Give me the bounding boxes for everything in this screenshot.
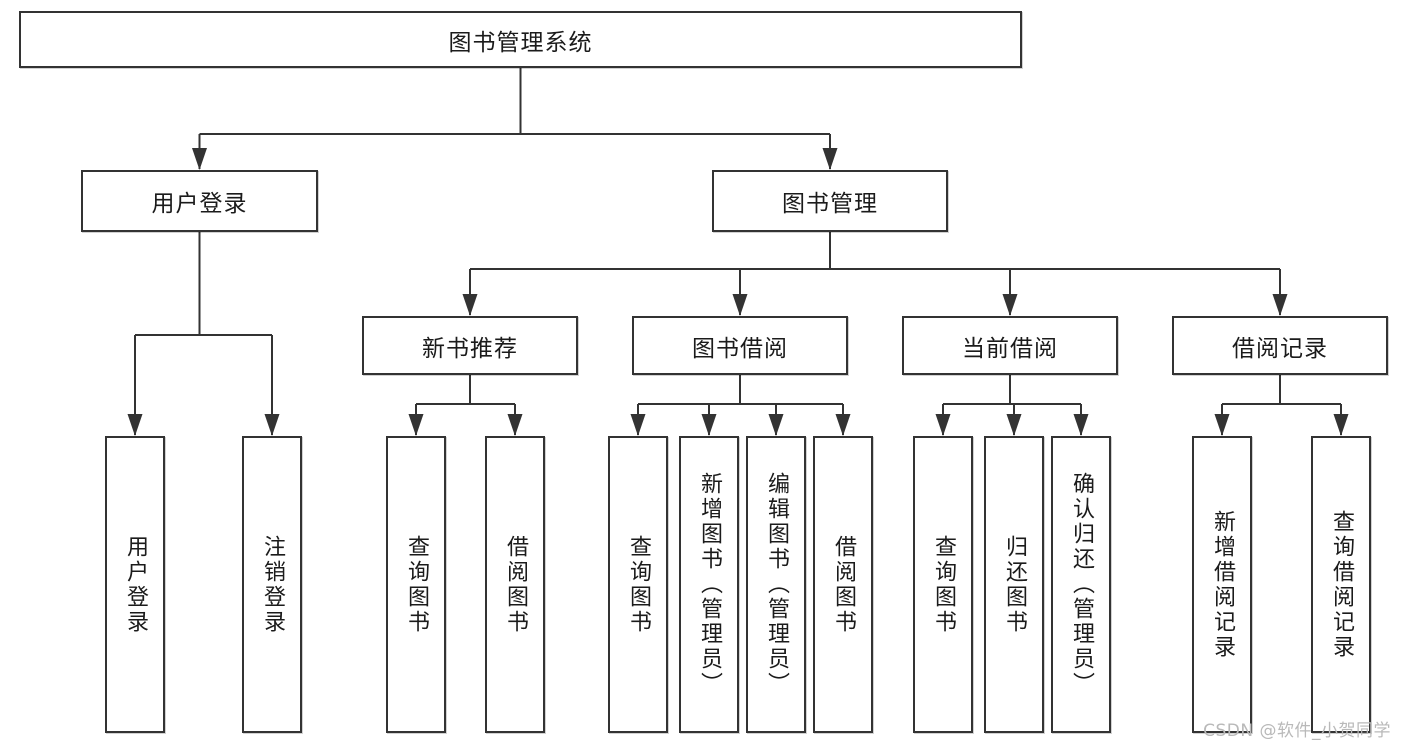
node-leaf_bb_add[interactable]: 新增图书（管理员）: [679, 436, 739, 733]
arrow-head-borrow_record: [1272, 294, 1288, 316]
node-leaf_cb_query[interactable]: 查询图书: [913, 436, 973, 733]
node-label-leaf_bb_add: 新增图书（管理员）: [697, 472, 722, 697]
node-leaf_bb_borrow[interactable]: 借阅图书: [813, 436, 873, 733]
arrow-head-leaf_bb_query: [630, 414, 646, 436]
arrow-head-leaf_bb_edit: [768, 414, 784, 436]
node-label-borrow_record: 借阅记录: [1232, 335, 1328, 362]
arrow-head-leaf_cb_return: [1006, 414, 1022, 436]
node-leaf_rec_query[interactable]: 查询图书: [386, 436, 446, 733]
node-label-leaf_br_add: 新增借阅记录: [1210, 509, 1235, 660]
arrow-head-current_borrow: [1002, 294, 1018, 316]
arrow-head-leaf_user_login: [127, 414, 143, 436]
arrow-head-book_mgmt: [822, 148, 838, 170]
arrow-head-leaf_br_query: [1333, 414, 1349, 436]
node-current_borrow[interactable]: 当前借阅: [902, 316, 1118, 375]
node-label-root: 图书管理系统: [448, 29, 593, 56]
node-label-user_login: 用户登录: [151, 191, 248, 217]
arrow-head-leaf_cb_confirm: [1073, 414, 1089, 436]
arrow-head-leaf_br_add: [1214, 414, 1230, 436]
arrow-head-book_borrow: [732, 294, 748, 316]
node-label-book_mgmt: 图书管理: [782, 191, 878, 217]
node-label-leaf_br_query: 查询借阅记录: [1329, 509, 1354, 660]
arrow-head-leaf_bb_borrow: [835, 414, 851, 436]
node-leaf_cb_return[interactable]: 归还图书: [984, 436, 1044, 733]
node-borrow_record[interactable]: 借阅记录: [1172, 316, 1388, 375]
arrow-head-leaf_cb_query: [935, 414, 951, 436]
node-leaf_user_logout[interactable]: 注销登录: [242, 436, 302, 733]
node-new_book_rec[interactable]: 新书推荐: [362, 316, 578, 375]
node-leaf_cb_confirm[interactable]: 确认归还（管理员）: [1051, 436, 1111, 733]
node-label-leaf_cb_confirm: 确认归还（管理员）: [1069, 472, 1094, 697]
arrow-head-leaf_bb_add: [701, 414, 717, 436]
node-leaf_rec_borrow[interactable]: 借阅图书: [485, 436, 545, 733]
watermark-label: CSDN @软件_小贺同学: [1203, 721, 1391, 741]
node-leaf_bb_edit[interactable]: 编辑图书（管理员）: [746, 436, 806, 733]
node-label-new_book_rec: 新书推荐: [422, 335, 518, 362]
node-label-book_borrow: 图书借阅: [692, 335, 788, 362]
node-label-leaf_bb_edit: 编辑图书（管理员）: [764, 472, 789, 697]
node-book_mgmt[interactable]: 图书管理: [712, 170, 948, 232]
node-book_borrow[interactable]: 图书借阅: [632, 316, 848, 375]
node-label-leaf_user_logout: 注销登录: [260, 534, 285, 635]
node-root[interactable]: 图书管理系统: [19, 11, 1022, 68]
arrow-head-new_book_rec: [462, 294, 478, 316]
node-label-leaf_user_login: 用户登录: [123, 534, 148, 635]
arrow-head-leaf_rec_query: [408, 414, 424, 436]
node-label-leaf_cb_return: 归还图书: [1002, 534, 1027, 635]
node-leaf_bb_query[interactable]: 查询图书: [608, 436, 668, 733]
node-label-leaf_bb_borrow: 借阅图书: [831, 534, 856, 635]
node-leaf_user_login[interactable]: 用户登录: [105, 436, 165, 733]
node-leaf_br_query[interactable]: 查询借阅记录: [1311, 436, 1371, 733]
node-label-leaf_rec_borrow: 借阅图书: [503, 534, 528, 635]
node-leaf_br_add[interactable]: 新增借阅记录: [1192, 436, 1252, 733]
node-label-leaf_bb_query: 查询图书: [626, 534, 651, 635]
node-label-current_borrow: 当前借阅: [962, 335, 1058, 362]
node-label-leaf_rec_query: 查询图书: [404, 534, 429, 635]
arrow-head-user_login: [192, 148, 207, 170]
arrow-head-leaf_user_logout: [264, 414, 280, 436]
node-label-leaf_cb_query: 查询图书: [931, 534, 956, 635]
node-user_login[interactable]: 用户登录: [81, 170, 318, 232]
arrow-head-leaf_rec_borrow: [507, 414, 523, 436]
